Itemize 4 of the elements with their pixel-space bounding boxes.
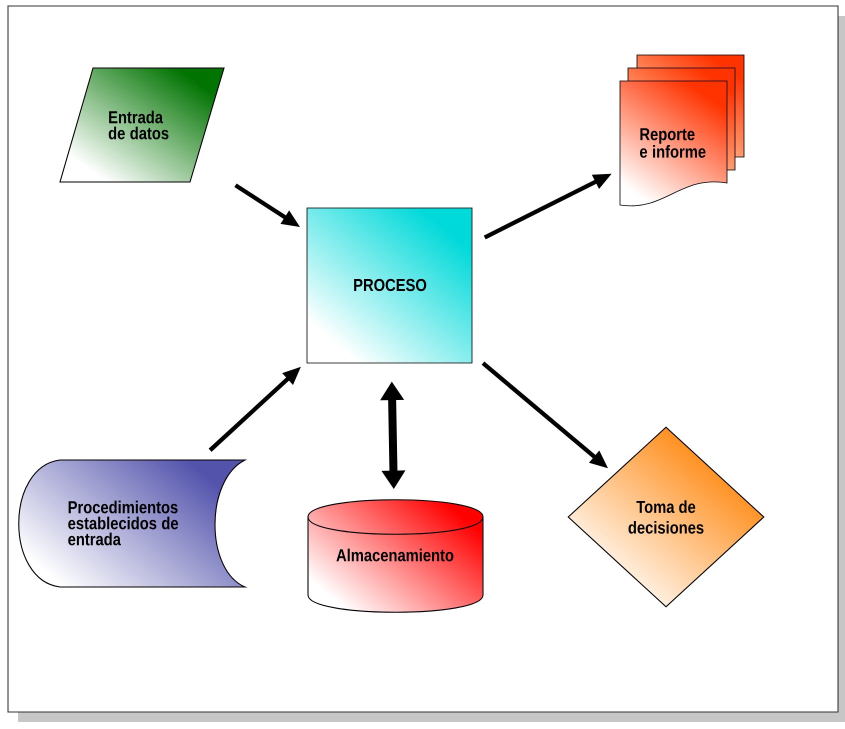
document-stack: Reporte e informe: [620, 54, 744, 206]
process-box: PROCESO: [306, 208, 472, 364]
storage-cylinder: Almacenamiento: [307, 499, 484, 613]
input-parallelogram: Entrada de datos: [59, 67, 225, 183]
